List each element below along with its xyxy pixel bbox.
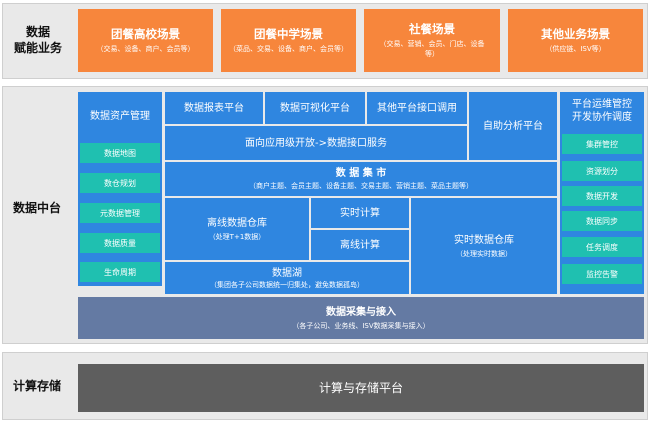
other-api-box: 其他平台接口调用 xyxy=(367,92,467,124)
asset-item-lifecycle: 生命周期 xyxy=(80,262,160,282)
data-mart-subtitle: （商户主题、会员主题、设备主题、交易主题、营销主题、菜品主题等） xyxy=(249,182,473,190)
scenario-box-middle-school: 团餐中学场景 （菜品、交易、设备、商户、会员等） xyxy=(221,9,356,72)
ops-item-resource: 资源划分 xyxy=(562,161,642,181)
ops-item-label: 集群管控 xyxy=(586,139,618,149)
other-api-label: 其他平台接口调用 xyxy=(377,102,457,114)
asset-management-title: 数据资产管理 xyxy=(90,111,150,122)
asset-item-label: 数据地图 xyxy=(104,148,136,158)
self-analysis-box: 自助分析平台 xyxy=(469,92,557,160)
scenario-title: 团餐高校场景 xyxy=(111,27,180,41)
offline-warehouse-title: 离线数据仓库 xyxy=(207,217,267,229)
ops-item-monitoring: 监控告警 xyxy=(562,264,642,284)
scenario-box-other: 其他业务场景 （供应链、ISV等） xyxy=(508,9,643,72)
realtime-warehouse-subtitle: （处理实时数据） xyxy=(456,249,512,258)
ops-title-line1: 平台运维管控 xyxy=(572,99,632,110)
scenario-title: 社餐场景 xyxy=(409,22,455,36)
realtime-compute-label: 实时计算 xyxy=(340,207,380,219)
offline-compute-box: 离线计算 xyxy=(311,230,409,260)
asset-item-label: 数据质量 xyxy=(104,238,136,248)
offline-warehouse-subtitle: （处理T+1数据） xyxy=(208,232,266,241)
compute-storage-platform-label: 计算与存储平台 xyxy=(318,380,403,395)
scenario-title: 团餐中学场景 xyxy=(254,27,323,41)
data-lake-title: 数据湖 xyxy=(272,267,302,279)
data-ingestion-title: 数据采集与接入 xyxy=(326,306,396,318)
asset-item-metadata: 元数据管理 xyxy=(80,203,160,223)
realtime-warehouse-box: 实时数据仓库 （处理实时数据） xyxy=(411,198,557,294)
scenario-subtitle: （交易、设备、商户、会员等） xyxy=(96,45,195,53)
scenario-box-social-catering: 社餐场景 （交易、营销、会员、门店、设备等） xyxy=(364,9,500,72)
ops-item-dev: 数据开发 xyxy=(562,186,642,206)
business-label-line1: 数据 xyxy=(25,25,50,39)
ops-item-scheduling: 任务调度 xyxy=(562,237,642,257)
business-label: 数据 赋能业务 xyxy=(6,12,70,68)
realtime-compute-box: 实时计算 xyxy=(311,198,409,228)
asset-item-label: 数仓规划 xyxy=(104,178,136,188)
data-mart-box: 数 据 集 市 （商户主题、会员主题、设备主题、交易主题、营销主题、菜品主题等） xyxy=(165,162,557,196)
scenario-subtitle: （供应链、ISV等） xyxy=(545,45,606,53)
report-platform-box: 数据报表平台 xyxy=(165,92,263,124)
compute-storage-platform-box: 计算与存储平台 xyxy=(78,364,644,412)
data-ingestion-subtitle: （各子公司、业务线、ISV数据采集与接入） xyxy=(292,321,430,330)
ops-item-label: 监控告警 xyxy=(586,269,618,279)
asset-item-label: 生命周期 xyxy=(104,267,136,277)
report-platform-label: 数据报表平台 xyxy=(184,102,244,114)
asset-item-label: 元数据管理 xyxy=(100,208,140,218)
data-lake-subtitle: （集团各子公司数据统一归集处，避免数据孤岛） xyxy=(210,280,364,289)
platform-label: 数据中台 xyxy=(12,201,61,215)
scenario-title: 其他业务场景 xyxy=(541,27,610,41)
compute-label: 计算存储 xyxy=(12,379,61,393)
ops-item-label: 资源划分 xyxy=(586,166,618,176)
self-analysis-label: 自助分析平台 xyxy=(483,120,543,132)
visualization-platform-box: 数据可视化平台 xyxy=(265,92,365,124)
asset-item-dw-planning: 数仓规划 xyxy=(80,173,160,193)
asset-item-quality: 数据质量 xyxy=(80,233,160,253)
scenario-subtitle: （菜品、交易、设备、商户、会员等） xyxy=(229,45,348,53)
ops-item-label: 数据同步 xyxy=(586,216,618,226)
api-service-label: 面向应用级开放->数据接口服务 xyxy=(245,137,387,149)
scenario-subtitle: （交易、营销、会员、门店、设备等） xyxy=(379,40,485,58)
api-service-box: 面向应用级开放->数据接口服务 xyxy=(165,126,467,160)
realtime-warehouse-title: 实时数据仓库 xyxy=(454,234,514,246)
ops-title-line2: 开发协作调度 xyxy=(572,112,632,123)
data-mart-title: 数 据 集 市 xyxy=(335,168,387,179)
asset-item-data-map: 数据地图 xyxy=(80,143,160,163)
scenario-box-university: 团餐高校场景 （交易、设备、商户、会员等） xyxy=(78,9,213,72)
data-ingestion-box: 数据采集与接入 （各子公司、业务线、ISV数据采集与接入） xyxy=(78,297,644,339)
visualization-platform-label: 数据可视化平台 xyxy=(280,102,350,114)
data-lake-box: 数据湖 （集团各子公司数据统一归集处，避免数据孤岛） xyxy=(165,262,409,294)
business-label-line2: 赋能业务 xyxy=(13,41,62,55)
ops-item-label: 任务调度 xyxy=(586,242,618,252)
offline-compute-label: 离线计算 xyxy=(340,239,380,251)
ops-item-sync: 数据同步 xyxy=(562,211,642,231)
offline-warehouse-box: 离线数据仓库 （处理T+1数据） xyxy=(165,198,309,260)
ops-item-cluster: 集群管控 xyxy=(562,134,642,154)
ops-item-label: 数据开发 xyxy=(586,191,618,201)
